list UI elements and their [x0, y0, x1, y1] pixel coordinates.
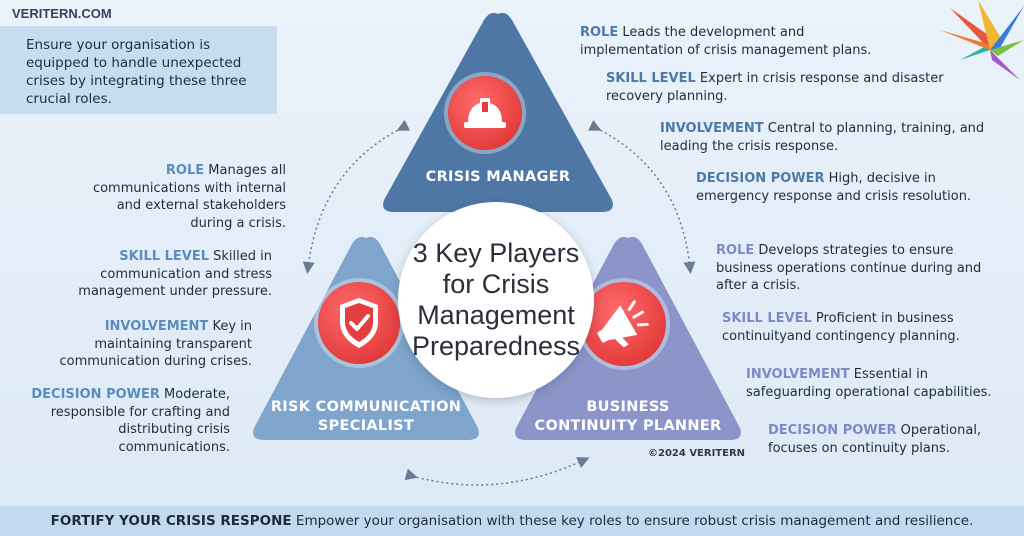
- role-text: Leads the development and implementation…: [580, 25, 872, 58]
- role-text: Manages all communications with internal…: [92, 163, 286, 231]
- footer-key: FORTIFY YOUR CRISIS RESPONE: [50, 513, 292, 529]
- hard-hat-icon: [464, 98, 506, 128]
- skill-text: Expert in crisis response and disaster r…: [606, 71, 944, 104]
- involvement-key: INVOLVEMENT: [660, 121, 764, 136]
- center-circle: 3 Key Players for Crisis Management Prep…: [398, 202, 594, 398]
- shield-check-icon: [340, 298, 378, 348]
- involvement-text: Key in maintaining transparent communica…: [59, 319, 252, 369]
- skill-text: Skilled in communication and stress mana…: [78, 249, 272, 299]
- crisis-manager-skill: SKILL LEVEL Expert in crisis response an…: [606, 70, 966, 105]
- business-continuity-title-line1: BUSINESS: [586, 399, 670, 415]
- decorative-burst-graphic: [940, 0, 1024, 80]
- crisis-manager-icon-circle: [448, 76, 522, 150]
- involvement-text: Essential in safeguarding operational ca…: [746, 367, 992, 400]
- skill-key: SKILL LEVEL: [119, 249, 209, 264]
- intro-panel: Ensure your organisation is equipped to …: [0, 26, 277, 114]
- risk-communication-involvement: INVOLVEMENT Key in maintaining transpare…: [36, 318, 252, 371]
- crisis-manager-title: CRISIS MANAGER: [425, 169, 571, 185]
- business-continuity-decision: DECISION POWER Operational, focuses on c…: [768, 422, 998, 457]
- center-title: 3 Key Players for Crisis Management Prep…: [411, 238, 581, 361]
- footer-text: Empower your organisation with these key…: [295, 513, 974, 529]
- decision-text: Operational, focuses on continuity plans…: [768, 423, 982, 456]
- risk-communication-title-line1: RISK COMMUNICATION: [270, 399, 462, 415]
- risk-communication-title: RISK COMMUNICATION SPECIALIST: [252, 398, 480, 436]
- involvement-text: Central to planning, training, and leadi…: [660, 121, 985, 154]
- decision-key: DECISION POWER: [768, 423, 897, 438]
- risk-communication-skill: SKILL LEVEL Skilled in communication and…: [52, 248, 272, 301]
- decision-text: Moderate, responsible for crafting and d…: [50, 387, 230, 455]
- copyright-text: ©2024 VERITERN: [648, 448, 746, 459]
- risk-communication-decision: DECISION POWER Moderate, responsible for…: [18, 386, 230, 456]
- role-text: Develops strategies to ensure business o…: [716, 243, 982, 293]
- business-continuity-title: BUSINESS CONTINUITY PLANNER: [514, 398, 742, 436]
- role-key: ROLE: [580, 25, 619, 40]
- risk-communication-title-line2: SPECIALIST: [317, 418, 415, 434]
- skill-key: SKILL LEVEL: [606, 71, 696, 86]
- crisis-manager-decision: DECISION POWER High, decisive in emergen…: [696, 170, 1006, 205]
- decision-key: DECISION POWER: [31, 387, 160, 402]
- involvement-key: INVOLVEMENT: [746, 367, 850, 382]
- business-continuity-role: ROLE Develops strategies to ensure busin…: [716, 242, 984, 295]
- role-key: ROLE: [716, 243, 755, 258]
- crisis-manager-involvement: INVOLVEMENT Central to planning, trainin…: [660, 120, 1000, 155]
- crisis-manager-role: ROLE Leads the development and implement…: [580, 24, 910, 59]
- megaphone-icon: [597, 300, 649, 348]
- business-continuity-title-line2: CONTINUITY PLANNER: [534, 418, 722, 434]
- skill-key: SKILL LEVEL: [722, 311, 812, 326]
- business-continuity-icon-circle: [582, 282, 666, 366]
- business-continuity-involvement: INVOLVEMENT Essential in safeguarding op…: [746, 366, 1016, 401]
- footer-bar: FORTIFY YOUR CRISIS RESPONE Empower your…: [0, 506, 1024, 536]
- decision-text: High, decisive in emergency response and…: [696, 171, 972, 204]
- involvement-key: INVOLVEMENT: [104, 319, 209, 334]
- business-continuity-skill: SKILL LEVEL Proficient in business conti…: [722, 310, 992, 345]
- decision-key: DECISION POWER: [696, 171, 825, 186]
- risk-communication-role: ROLE Manages all communications with int…: [72, 162, 286, 232]
- skill-text: Proficient in business continuityand con…: [722, 311, 960, 344]
- role-key: ROLE: [165, 163, 205, 178]
- risk-communication-icon-circle: [318, 282, 400, 364]
- brand-logo-text: VERITERN.COM: [12, 6, 112, 21]
